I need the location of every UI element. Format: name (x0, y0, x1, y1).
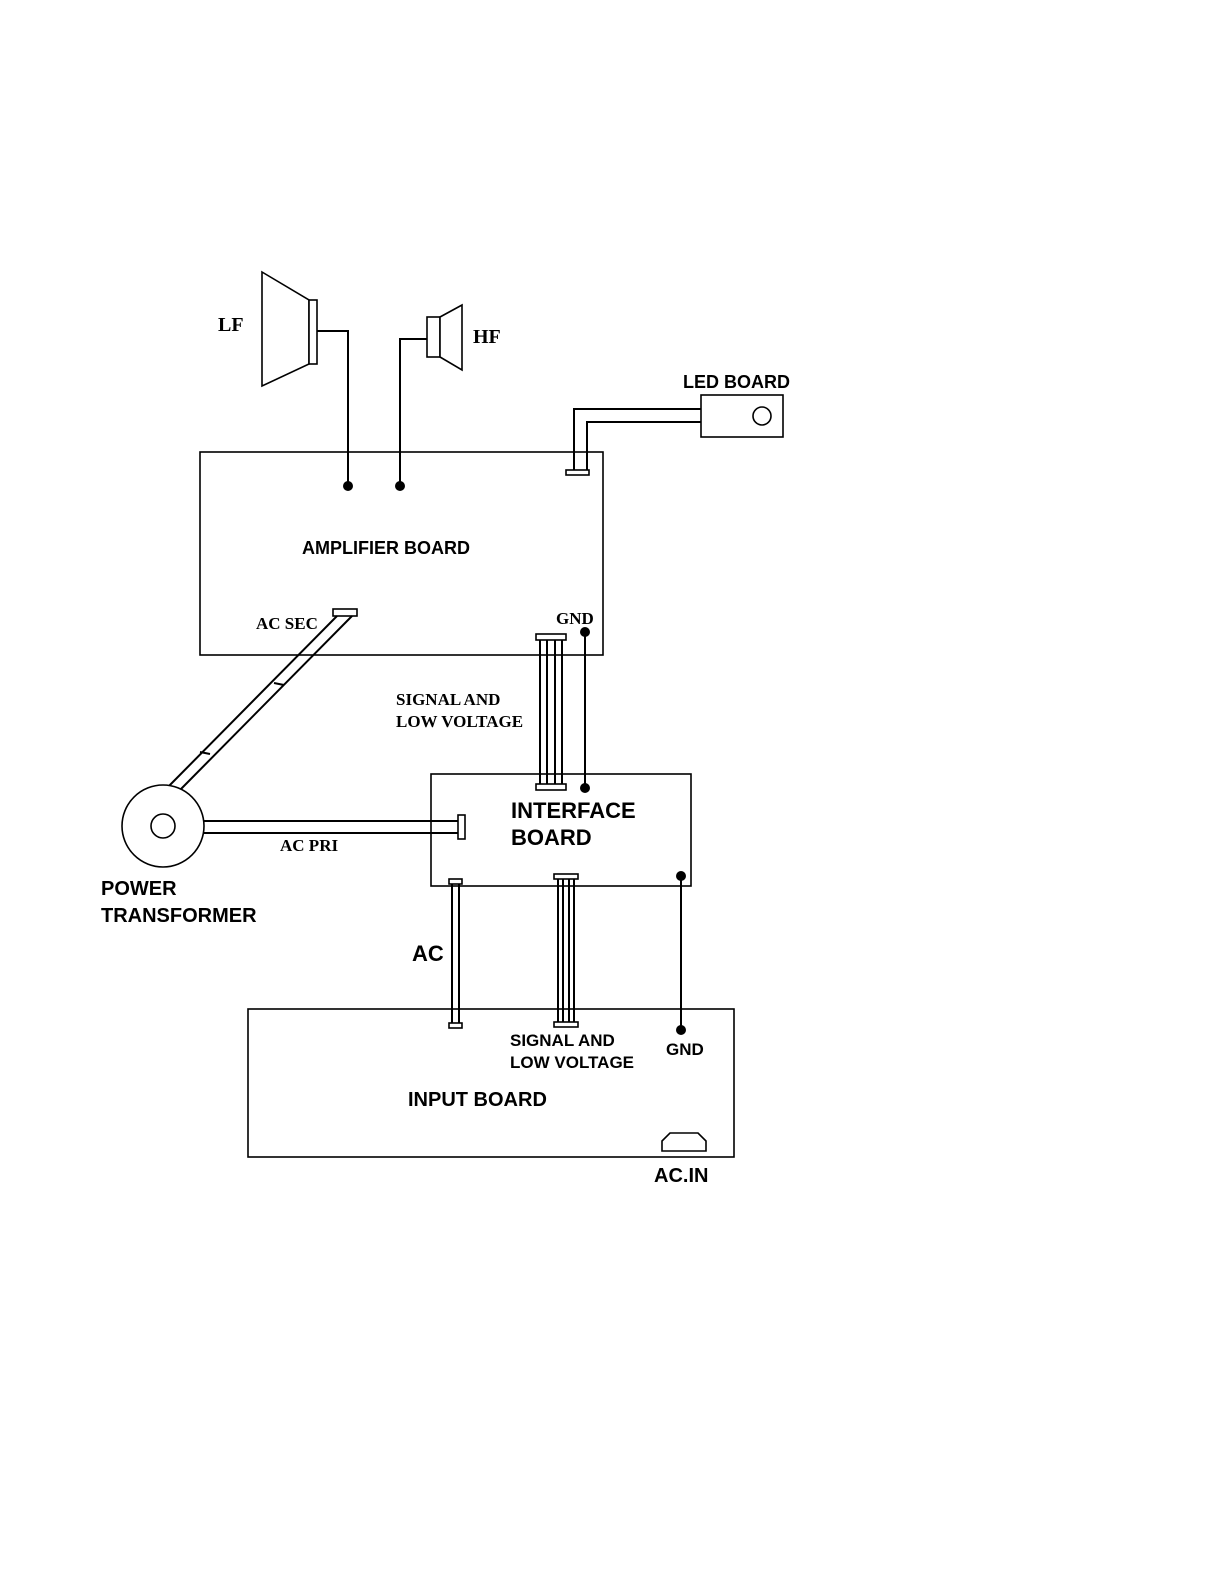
led-ribbon-outer (574, 409, 701, 470)
lf-speaker-icon (262, 272, 317, 386)
signal-bottom-label-line2: LOW VOLTAGE (510, 1053, 634, 1072)
hf-connection-dot (395, 481, 405, 491)
gnd-top-label: GND (556, 609, 594, 628)
ac-sec-connector (333, 609, 357, 616)
ac-sec-cable-b (180, 616, 352, 790)
ac-pri-label: AC PRI (280, 836, 338, 855)
interface-board-label-line2: BOARD (511, 825, 592, 850)
ac-sec-cable-a (165, 616, 337, 790)
lf-connection-dot (343, 481, 353, 491)
signal-top-label-line1: SIGNAL AND (396, 690, 500, 709)
ac-cable-connector-lower (449, 1023, 462, 1028)
gnd-bottom-label: GND (666, 1040, 704, 1059)
hf-speaker-wire (400, 339, 427, 486)
ac-sec-cable-tick-1 (274, 683, 284, 685)
signal-top-label-line2: LOW VOLTAGE (396, 712, 523, 731)
signal-ribbon-top-connector-upper (536, 634, 566, 640)
signal-ribbon-top-connector-lower (536, 784, 566, 790)
power-transformer-core-icon (151, 814, 175, 838)
signal-ribbon-bottom-connector-lower (554, 1022, 578, 1027)
ac-cable-connector-upper (449, 879, 462, 884)
led-icon (753, 407, 771, 425)
amplifier-board-label: AMPLIFIER BOARD (302, 538, 470, 558)
input-board (248, 1009, 734, 1157)
led-ribbon-connector (566, 470, 589, 475)
ac-inlet-icon (662, 1133, 706, 1151)
lf-speaker-wire (317, 331, 348, 486)
ac-label: AC (412, 941, 444, 966)
led-ribbon-inner (587, 422, 701, 470)
power-transformer-label-line2: TRANSFORMER (101, 905, 257, 927)
power-transformer-label-line1: POWER (101, 878, 177, 900)
lf-label: LF (218, 314, 244, 336)
signal-ribbon-bottom-connector-upper (554, 874, 578, 879)
led-board-label: LED BOARD (683, 372, 790, 392)
ac-in-label: AC.IN (654, 1165, 708, 1187)
gnd-top-dot-lower (580, 783, 590, 793)
ac-pri-connector (458, 815, 465, 839)
hf-label: HF (473, 326, 501, 348)
ac-sec-label: AC SEC (256, 614, 318, 633)
gnd-bottom-dot-lower (676, 1025, 686, 1035)
interface-board-label-line1: INTERFACE (511, 798, 636, 823)
signal-bottom-label-line1: SIGNAL AND (510, 1031, 615, 1050)
hf-speaker-icon (427, 305, 462, 370)
input-board-label: INPUT BOARD (408, 1089, 547, 1111)
